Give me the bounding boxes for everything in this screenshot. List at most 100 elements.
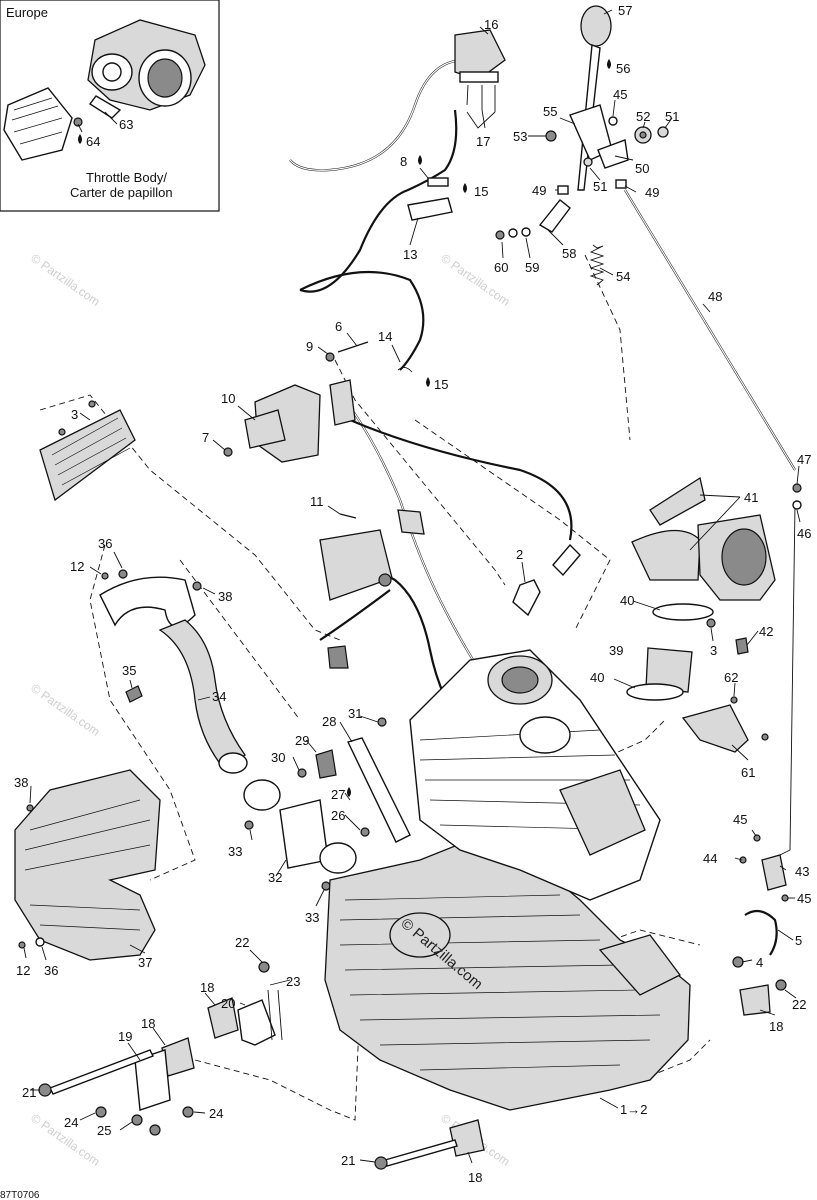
sealant-drop-icon bbox=[347, 787, 351, 797]
callout-number: 33 bbox=[228, 844, 242, 859]
callout-number: 14 bbox=[378, 329, 392, 344]
callout-number: 48 bbox=[708, 289, 722, 304]
callout-number: 33 bbox=[305, 910, 319, 925]
callout-number: 49 bbox=[645, 185, 659, 200]
callout-number: 17 bbox=[476, 134, 490, 149]
callout-leaders bbox=[23, 9, 801, 1164]
callout-number: 31 bbox=[348, 706, 362, 721]
watermark-text: © Partzilla.com bbox=[28, 251, 102, 309]
callout-number: 27 bbox=[331, 787, 345, 802]
callout-number: 58 bbox=[562, 246, 576, 261]
gear-shifter-assembly bbox=[495, 5, 669, 286]
inset-caption-line-2: Carter de papillon bbox=[70, 185, 173, 200]
callout-number: 54 bbox=[616, 269, 630, 284]
callout-number: 40 bbox=[590, 670, 604, 685]
callout-number: 42 bbox=[759, 624, 773, 639]
callout-number: 38 bbox=[14, 775, 28, 790]
callout-number: 1→2 bbox=[620, 1102, 647, 1117]
inset-caption-line-1: Throttle Body/ bbox=[86, 170, 167, 185]
callout-number: 41 bbox=[744, 490, 758, 505]
callout-number: 15 bbox=[434, 377, 448, 392]
callout-number: 57 bbox=[618, 3, 632, 18]
callout-number: 3 bbox=[710, 643, 717, 658]
callout-number: 59 bbox=[525, 260, 539, 275]
callout-number: 28 bbox=[322, 714, 336, 729]
upper-center-parts bbox=[223, 29, 581, 669]
callout-number: 45 bbox=[797, 891, 811, 906]
callout-number: 63 bbox=[119, 117, 133, 132]
callout-number: 12 bbox=[70, 559, 84, 574]
left-side-parts bbox=[14, 400, 411, 961]
watermark-text: © Partzilla.com bbox=[28, 681, 102, 739]
engine-mount-parts bbox=[38, 961, 485, 1170]
callout-number: 32 bbox=[268, 870, 282, 885]
callout-number: 51 bbox=[665, 109, 679, 124]
sealant-drop-icon bbox=[78, 134, 82, 144]
sealant-drop-icon bbox=[426, 377, 430, 387]
engine-assembly: © Partzilla.com bbox=[324, 649, 691, 1111]
callout-number: 55 bbox=[543, 104, 557, 119]
callout-number: 53 bbox=[513, 129, 527, 144]
sealant-drop-icon bbox=[607, 59, 611, 69]
callout-number: 35 bbox=[122, 663, 136, 678]
callout-number: 45 bbox=[613, 87, 627, 102]
sealant-drop-icon bbox=[418, 155, 422, 165]
callout-number: 2 bbox=[516, 547, 523, 562]
callout-number: 56 bbox=[616, 61, 630, 76]
callout-labels: 16 17 57 56 55 45 53 52 51 50 51 49 49 8… bbox=[14, 3, 811, 1185]
callout-number: 46 bbox=[797, 526, 811, 541]
callout-number: 36 bbox=[44, 963, 58, 978]
callout-number: 25 bbox=[97, 1123, 111, 1138]
callout-number: 21 bbox=[341, 1153, 355, 1168]
callout-number: 22 bbox=[792, 997, 806, 1012]
callout-number: 36 bbox=[98, 536, 112, 551]
callout-number: 44 bbox=[703, 851, 717, 866]
callout-number: 7 bbox=[202, 430, 209, 445]
callout-number: 34 bbox=[212, 689, 226, 704]
callout-number: 10 bbox=[221, 391, 235, 406]
callout-number: 18 bbox=[769, 1019, 783, 1034]
callout-number: 61 bbox=[741, 765, 755, 780]
callout-number: 52 bbox=[636, 109, 650, 124]
europe-inset: Europe 63 64 Throttle Body/ Carter de pa… bbox=[0, 0, 220, 212]
callout-number: 22 bbox=[235, 935, 249, 950]
callout-number: 8 bbox=[400, 154, 407, 169]
callout-number: 24 bbox=[64, 1115, 78, 1130]
callout-number: 4 bbox=[756, 955, 763, 970]
callout-number: 13 bbox=[403, 247, 417, 262]
callout-number: 30 bbox=[271, 750, 285, 765]
callout-number: 16 bbox=[484, 17, 498, 32]
callout-number: 18 bbox=[468, 1170, 482, 1185]
callout-number: 23 bbox=[286, 974, 300, 989]
callout-number: 24 bbox=[209, 1106, 223, 1121]
callout-number: 49 bbox=[532, 183, 546, 198]
callout-number: 29 bbox=[295, 733, 309, 748]
throttle-body-drawing bbox=[3, 19, 206, 161]
drawing-code: 87T0706 bbox=[0, 1190, 40, 1200]
sealant-drop-icon bbox=[463, 183, 467, 193]
callout-number: 18 bbox=[200, 980, 214, 995]
callout-number: 19 bbox=[118, 1029, 132, 1044]
callout-number: 37 bbox=[138, 955, 152, 970]
callout-number: 45 bbox=[733, 812, 747, 827]
callout-number: 47 bbox=[797, 452, 811, 467]
callout-number: 6 bbox=[335, 319, 342, 334]
callout-number: 50 bbox=[635, 161, 649, 176]
callout-number: 62 bbox=[724, 670, 738, 685]
callout-number: 18 bbox=[141, 1016, 155, 1031]
callout-number: 51 bbox=[593, 179, 607, 194]
callout-number: 9 bbox=[306, 339, 313, 354]
callout-number: 43 bbox=[795, 864, 809, 879]
sealant-drop-icons bbox=[347, 59, 611, 797]
callout-number: 15 bbox=[474, 184, 488, 199]
callout-number: 26 bbox=[331, 808, 345, 823]
right-side-parts bbox=[626, 476, 802, 1016]
callout-number: 5 bbox=[795, 933, 802, 948]
callout-number: 40 bbox=[620, 593, 634, 608]
callout-number: 12 bbox=[16, 963, 30, 978]
callout-number: 38 bbox=[218, 589, 232, 604]
callout-number: 11 bbox=[310, 494, 324, 509]
inset-region-label: Europe bbox=[6, 5, 48, 20]
callout-number: 60 bbox=[494, 260, 508, 275]
